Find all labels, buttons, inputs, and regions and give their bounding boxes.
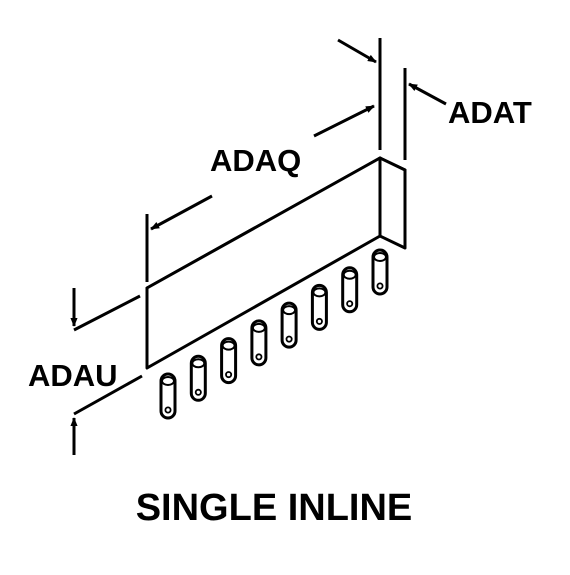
adau-extension-top — [73, 294, 141, 332]
adaq-label: ADAQ — [210, 143, 301, 178]
pin-top — [282, 305, 297, 316]
adau-label: ADAU — [28, 358, 118, 393]
pin — [310, 283, 328, 331]
adaq-arrow-left — [150, 194, 213, 231]
package-front-face — [145, 156, 382, 370]
pin — [250, 319, 268, 367]
pin-top — [251, 322, 266, 333]
pin — [371, 248, 389, 296]
pin-top — [342, 269, 357, 280]
pin-top — [373, 252, 387, 262]
pin-top — [221, 340, 236, 351]
pin-tip — [255, 353, 263, 361]
pin-tip — [194, 388, 202, 396]
pin — [280, 301, 298, 349]
package-body — [145, 156, 407, 370]
adat-arrow-left — [337, 38, 377, 64]
dimension-adau — [70, 288, 143, 455]
caption: SINGLE INLINE — [136, 487, 413, 529]
pin — [341, 266, 359, 314]
pin-top — [191, 358, 206, 369]
package-end-face — [378, 156, 407, 250]
pin-top — [161, 376, 175, 386]
pin-tip — [164, 406, 172, 414]
dimension-adat — [337, 38, 447, 160]
pin-tip — [346, 300, 354, 308]
pin — [220, 337, 238, 385]
pin-tip — [315, 317, 323, 325]
pin-tip — [225, 371, 233, 379]
pin-group — [159, 248, 389, 420]
pin-tip — [285, 335, 293, 343]
pin — [189, 354, 207, 402]
dimension-adaq — [145, 104, 375, 282]
adat-label: ADAT — [448, 95, 532, 130]
pin-top — [312, 287, 327, 298]
adaq-arrow-right — [313, 104, 375, 138]
adat-arrow-right — [408, 82, 447, 106]
pin — [159, 372, 177, 420]
pin-tip — [376, 282, 384, 290]
adau-extension-bottom — [73, 374, 143, 416]
